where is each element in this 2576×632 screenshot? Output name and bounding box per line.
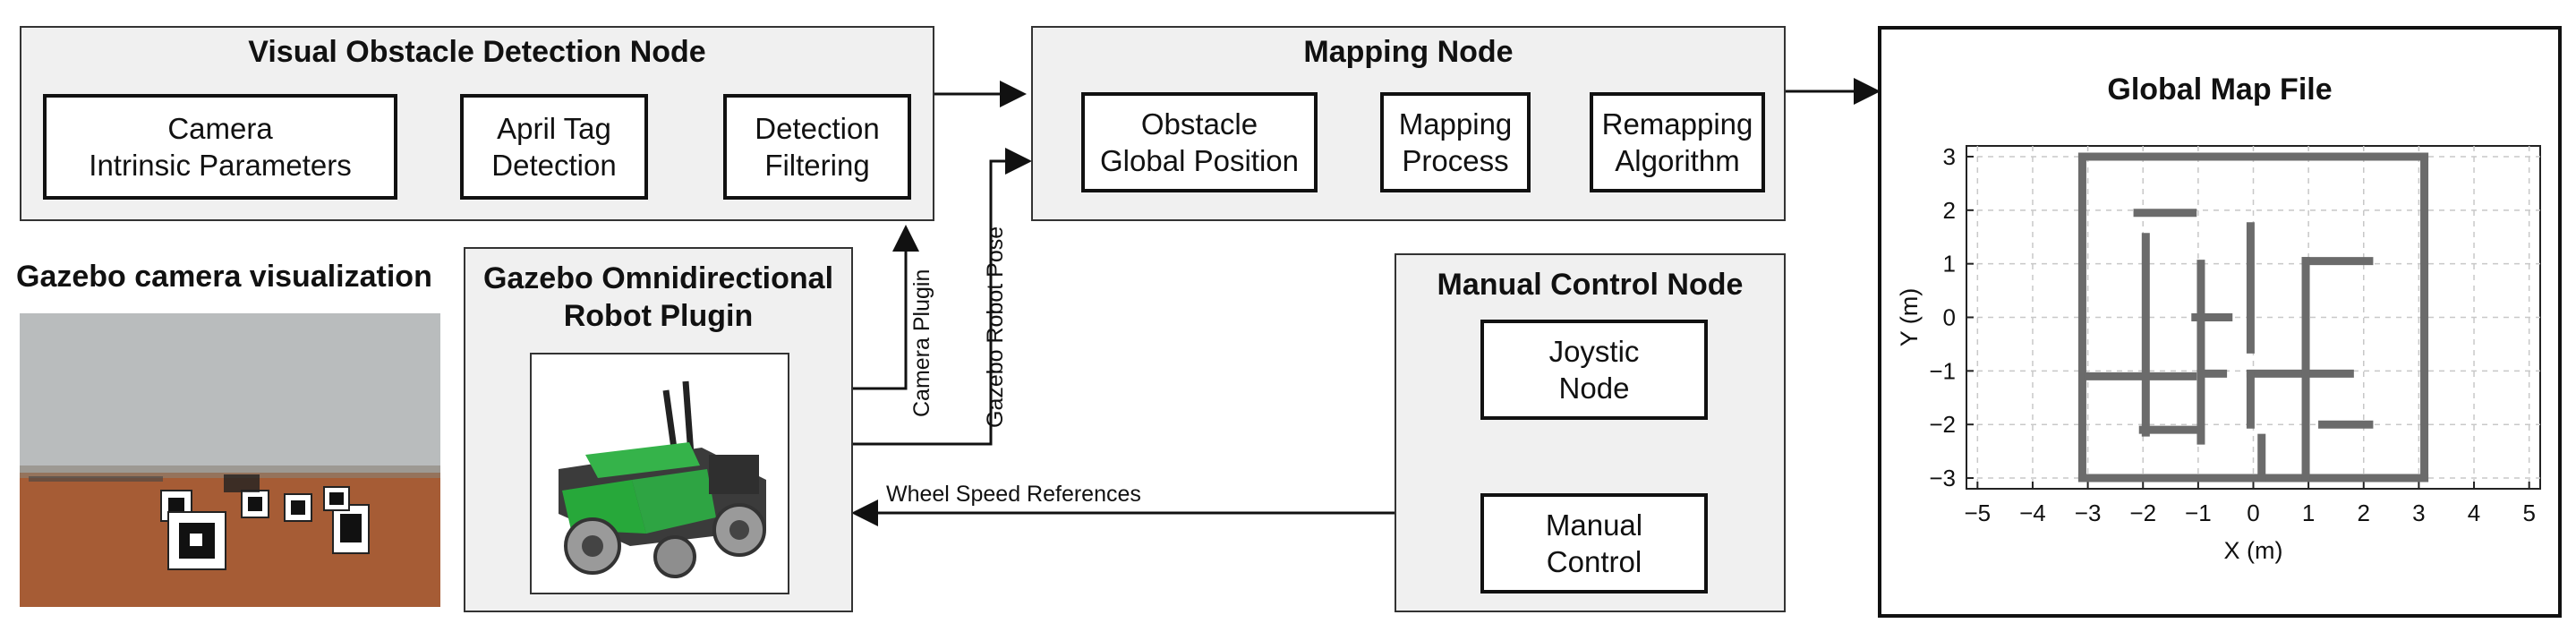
manual-control-node: Manual Control Node Joystic Node Manual … xyxy=(1395,253,1786,612)
manual-control-line1: Manual xyxy=(1545,508,1643,542)
april-tag-box: April Tag Detection xyxy=(460,94,648,200)
manual-control-title: Manual Control Node xyxy=(1437,268,1744,302)
gazebo-robot-plugin-node: Gazebo Omnidirectional Robot Plugin xyxy=(464,247,853,612)
x-axis-label: X (m) xyxy=(2224,537,2283,564)
mapping-process-line2: Process xyxy=(1402,144,1509,177)
y-tick-label: −3 xyxy=(1929,465,1956,491)
robot-image-frame xyxy=(530,353,789,594)
y-tick-label: 2 xyxy=(1943,197,1956,224)
joystick-node-box: Joystic Node xyxy=(1480,320,1708,420)
robot-plugin-title-line1: Gazebo Omnidirectional xyxy=(482,261,834,295)
remapping-algorithm-box: Remapping Algorithm xyxy=(1590,92,1765,192)
obstacle-line2: Global Position xyxy=(1100,144,1299,177)
detection-filtering-line2: Filtering xyxy=(764,149,870,182)
global-map-title: Global Map File xyxy=(2107,73,2333,107)
mapping-process-box: Mapping Process xyxy=(1380,92,1531,192)
arrow-camera-plugin xyxy=(853,225,919,390)
x-tick-label: 0 xyxy=(2247,500,2259,526)
mapping-node: Mapping Node Obstacle Global Position Ma… xyxy=(1031,26,1786,221)
camera-intrinsic-line2: Intrinsic Parameters xyxy=(89,149,352,182)
x-tick-label: −5 xyxy=(1964,500,1991,526)
camera-intrinsic-box: Camera Intrinsic Parameters xyxy=(43,94,397,200)
y-tick-label: 1 xyxy=(1943,251,1956,278)
x-tick-label: −2 xyxy=(2129,500,2156,526)
wheel-speed-label: Wheel Speed References xyxy=(886,482,1141,507)
visual-obstacle-detection-title: Visual Obstacle Detection Node xyxy=(248,35,706,69)
global-map-plot: −5 −4 −3 −2 −1 0 1 2 3 4 5 3 2 1 0 −1 −2 −3 X (m) Y (m) xyxy=(1896,143,2541,564)
joystick-line1: Joystic xyxy=(1548,334,1640,368)
manual-control-line2: Control xyxy=(1546,545,1642,578)
remapping-line2: Algorithm xyxy=(1615,144,1740,177)
obstacle-global-position-box: Obstacle Global Position xyxy=(1081,92,1318,192)
global-map-panel: Global Map File −5 −4 −3 −2 −1 0 1 2 3 4 5 3 2 1 0 −1 −2… xyxy=(1878,26,2562,618)
april-tag-line2: Detection xyxy=(491,149,617,182)
joystick-line2: Node xyxy=(1558,372,1630,405)
x-tick-label: 3 xyxy=(2412,500,2425,526)
april-tag-line1: April Tag xyxy=(497,111,611,145)
arrow-gazebo-robot-pose xyxy=(853,148,1032,446)
robot-illustration xyxy=(559,380,766,578)
gazebo-robot-pose-label: Gazebo Robot Pose xyxy=(983,226,1008,428)
gazebo-camera-title: Gazebo camera visualization xyxy=(16,260,432,294)
detection-filtering-box: Detection Filtering xyxy=(723,94,911,200)
detection-filtering-line1: Detection xyxy=(755,111,880,145)
x-tick-label: −4 xyxy=(2019,500,2046,526)
april-tag-markers xyxy=(29,474,370,570)
remapping-line1: Remapping xyxy=(1601,107,1753,141)
obstacle-line1: Obstacle xyxy=(1140,107,1258,141)
camera-intrinsic-line1: Camera xyxy=(167,111,273,145)
y-tick-label: 0 xyxy=(1943,304,1956,331)
y-tick-label: −1 xyxy=(1929,357,1956,384)
x-tick-label: −3 xyxy=(2075,500,2102,526)
mapping-process-line1: Mapping xyxy=(1398,107,1513,141)
camera-plugin-label: Camera Plugin xyxy=(909,269,934,417)
visual-obstacle-detection-node: Visual Obstacle Detection Node Camera In… xyxy=(20,26,934,221)
x-tick-label: −1 xyxy=(2185,500,2212,526)
x-tick-label: 1 xyxy=(2302,500,2315,526)
gazebo-camera-image xyxy=(20,313,440,607)
mapping-node-title: Mapping Node xyxy=(1303,35,1514,69)
y-tick-label: 3 xyxy=(1943,143,1956,170)
x-tick-label: 2 xyxy=(2358,500,2370,526)
y-axis-label: Y (m) xyxy=(1896,288,1923,347)
y-tick-label: −2 xyxy=(1929,411,1956,438)
manual-control-box: Manual Control xyxy=(1480,493,1708,594)
x-tick-label: 5 xyxy=(2522,500,2535,526)
robot-plugin-title-line2: Robot Plugin xyxy=(563,299,754,333)
x-tick-label: 4 xyxy=(2468,500,2480,526)
